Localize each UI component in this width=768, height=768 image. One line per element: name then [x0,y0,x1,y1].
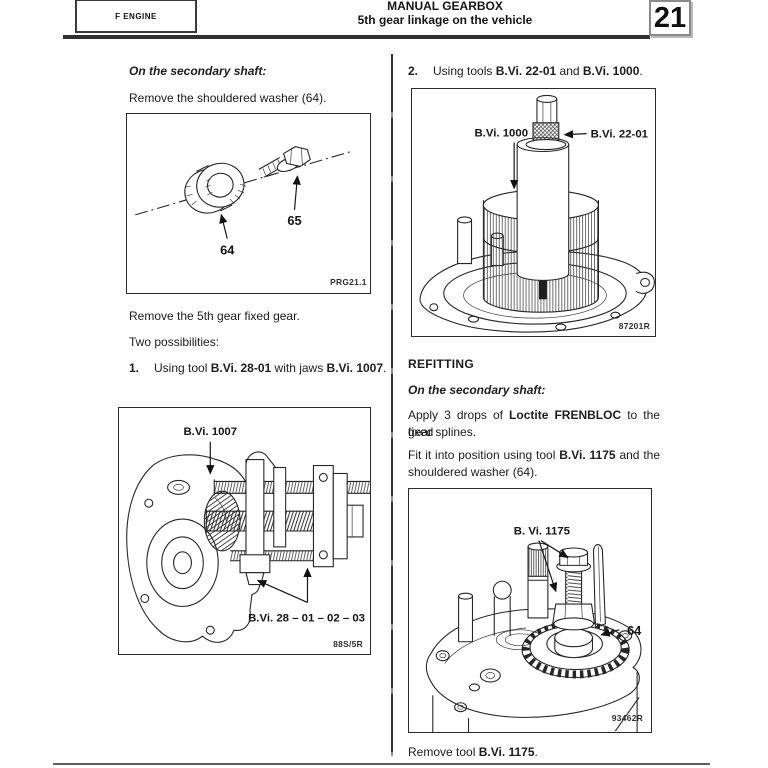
figure-shouldered-washer: 64 65 PRG21.1 [126,113,371,294]
gear-callout: 64 [627,623,642,638]
bolt-65-part [258,146,311,178]
header-rule [63,35,650,39]
column-divider [391,54,393,756]
remove-tool-text2: . [534,745,538,759]
step-2-number: 2. [408,64,419,78]
figure-refit: B. Vi. 1175 64 93462R [408,488,652,733]
splined-shaft [527,542,549,619]
step-1-number: 1. [129,361,140,375]
product-ref: Loctite FRENBLOC [509,408,622,422]
step-1: 1. Using tool B.Vi. 28-01 with jaws B.Vi.… [129,360,386,377]
step-1-text2: with jaws [271,361,327,375]
fit-text2: and the [615,448,661,462]
step-2-text: Using tools [433,64,496,78]
para-fit-line1: Fit it into position using tool B.Vi. 11… [408,447,660,464]
step-1-text3: . [383,361,387,375]
washer-bolt-drawing: 64 65 PRG21.1 [135,146,367,287]
tool-bvi2201 [525,94,567,151]
tool-bvi1175 [552,547,596,631]
figure-ref: 93462R [612,713,643,723]
tool-ref: B.Vi. 22-01 [495,64,557,78]
para-two-possibilities: Two possibilities: [129,335,220,349]
puller-drawing: B.Vi. 1007 B.Vi. 28 – 01 – 02 – 03 88S/5… [126,426,370,649]
para-apply-line1: Apply 3 drops of Loctite FRENBLOC to the… [408,407,660,441]
washer-callout: 64 [220,242,235,257]
jaws-label: B.Vi. 1007 [183,426,237,438]
engine-variant-badge: F ENGINE [75,0,197,33]
bvi1175-label: B. Vi. 1175 [514,526,571,538]
page-title-line1: MANUAL GEARBOX [387,0,503,13]
footer-rule [53,763,710,766]
tool-ref: B.Vi. 1175 [478,745,535,759]
puller-body-plates [312,464,348,568]
section-number: 21 [653,1,687,34]
step-2-text3: . [639,64,643,78]
figure-ref: 87201R [619,321,650,331]
arrow-to-tool-rod [538,540,558,593]
figure-ref: PRG21.1 [330,277,367,287]
arrow-to-washer [219,213,228,239]
para-fit-line2: shouldered washer (64). [408,465,538,479]
step-1-text: Using tool [154,361,211,375]
step-2: 2. Using tools B.Vi. 22-01 and B.Vi. 1000… [408,63,643,80]
refitting-heading: REFITTING [408,357,475,371]
puller-jaw-arm [239,451,287,586]
fit-text: Fit it into position using tool [408,448,560,462]
para-remove-tool: Remove tool B.Vi. 1175. [408,744,538,761]
figure-press-tools: B.Vi. 1000 B.Vi. 22-01 87201R [411,88,656,337]
figure-ref: 88S/5R [333,639,363,649]
right-subheading: On the secondary shaft: [408,383,546,397]
section-number-box: 21 [649,0,691,36]
tool-ref: B.Vi. 1007 [326,361,384,375]
tool-ref: B.Vi. 28-01 [210,361,272,375]
arrow-to-tool-top [540,540,569,559]
figure-puller: B.Vi. 1007 B.Vi. 28 – 01 – 02 – 03 88S/5… [118,407,371,655]
engine-variant-label: F ENGINE [115,11,157,21]
bvi1000-label: B.Vi. 1000 [474,128,528,140]
selector-blade [592,544,606,628]
left-subheading: On the secondary shaft: [129,64,267,78]
arrow-to-bolt [292,175,301,210]
arrow-to-nut [563,130,587,139]
arrow-to-jaw-foot [256,580,308,603]
housing-studs [458,580,512,643]
bolt-callout: 65 [287,213,301,228]
washer-64-part [184,162,247,214]
para-remove-gear: Remove the 5th gear fixed gear. [129,309,300,323]
apply-text: Apply 3 drops of [408,408,510,422]
remove-tool-text: Remove tool [408,745,479,759]
tool-ref: B.Vi. 1000 [582,64,640,78]
para-remove-washer: Remove the shouldered washer (64). [129,91,327,105]
page-title: MANUAL GEARBOX 5th gear linkage on the v… [280,0,610,27]
apply-text2: to the fixed [408,408,660,439]
axis-centerline [135,151,352,216]
leader-to-gear [600,628,620,637]
press-tools-drawing: B.Vi. 1000 B.Vi. 22-01 87201R [419,94,655,333]
puller-label: B.Vi. 28 – 01 – 02 – 03 [248,612,365,624]
para-apply-line2: gear splines. [408,425,477,439]
refit-drawing: B. Vi. 1175 64 93462R [425,526,643,732]
step-2-text2: and [556,64,583,78]
bvi2201-label: B.Vi. 22-01 [591,129,649,141]
tool-ref: B.Vi. 1175 [559,448,616,462]
page-title-line2: 5th gear linkage on the vehicle [357,13,533,27]
fixed-gear-64 [521,620,630,679]
press-sleeve [516,137,570,281]
